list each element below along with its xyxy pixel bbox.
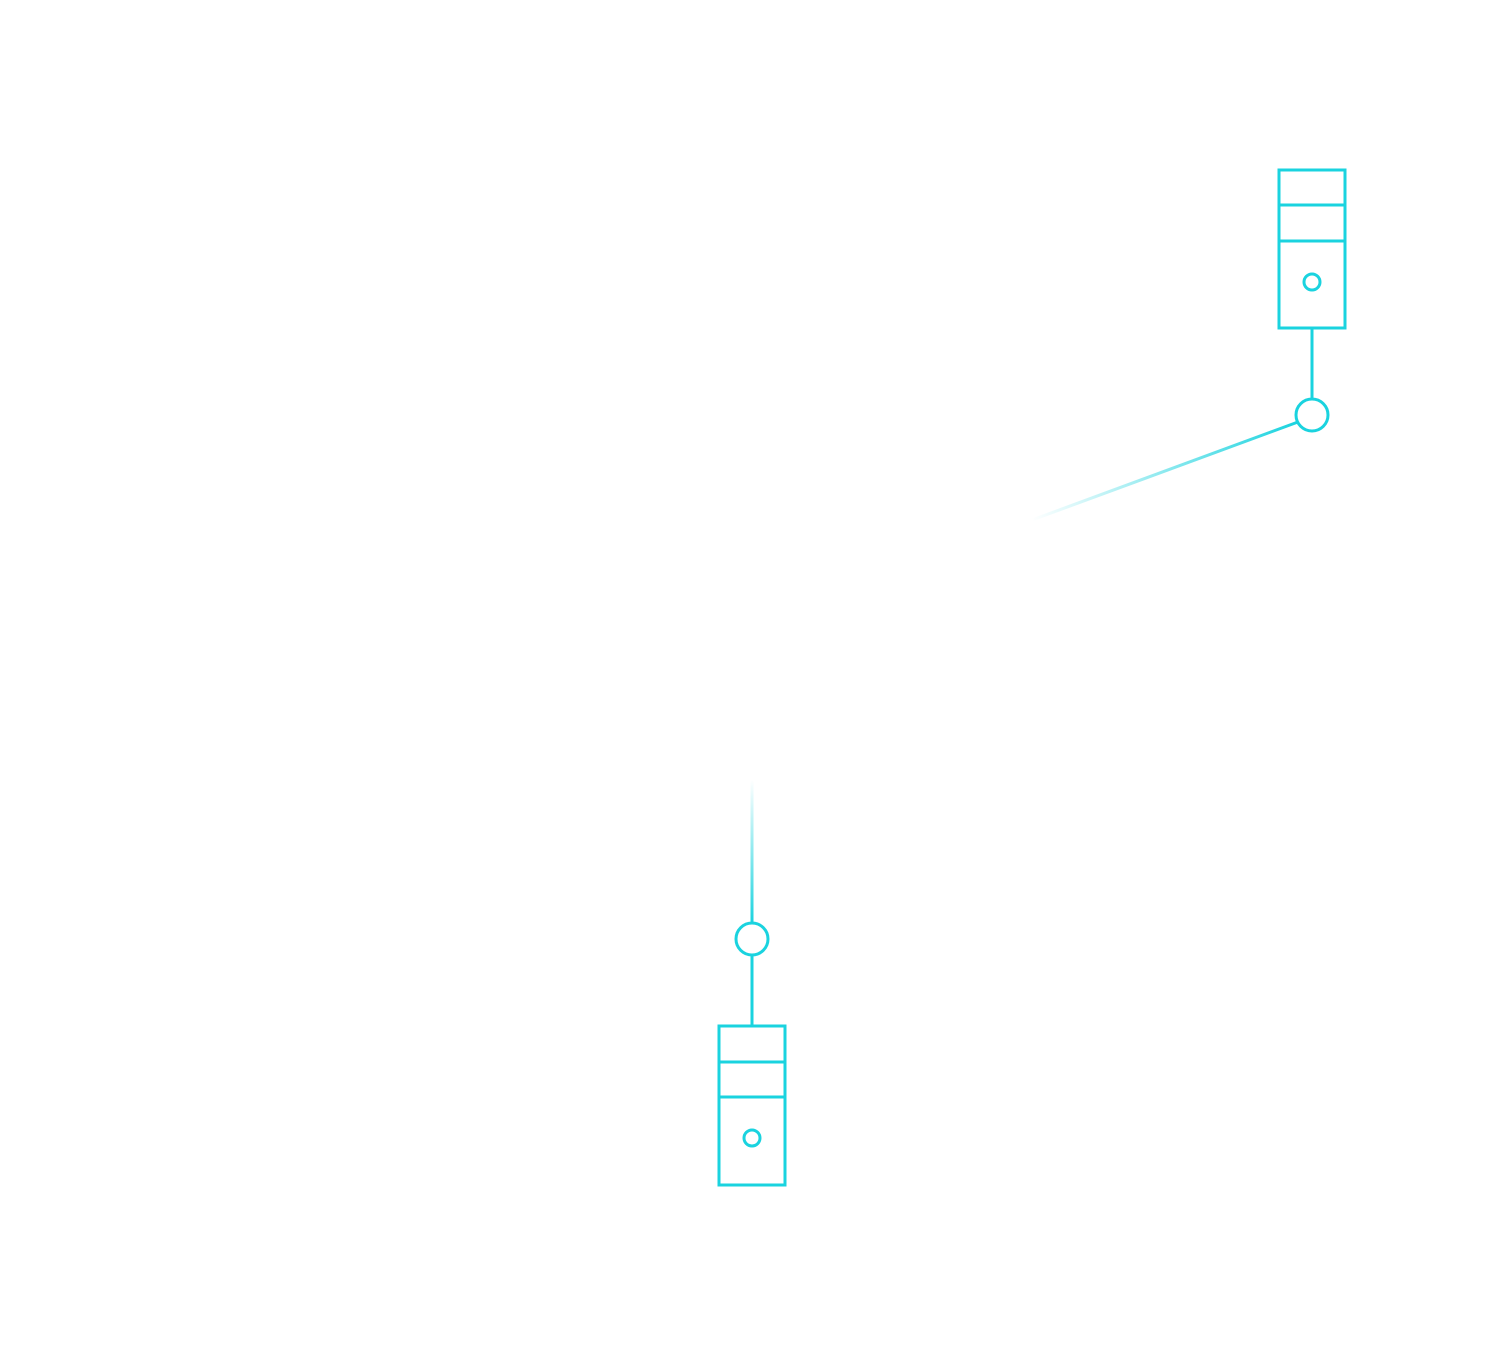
connection-node-top-right <box>1294 397 1330 433</box>
server-tower-icon <box>1277 168 1347 330</box>
server-bottom-center <box>717 780 787 1187</box>
server-top-right <box>1031 168 1347 522</box>
connection-node-bottom <box>734 921 770 957</box>
server-tower-icon <box>717 1024 787 1187</box>
fading-link-top-right <box>1031 420 1299 522</box>
